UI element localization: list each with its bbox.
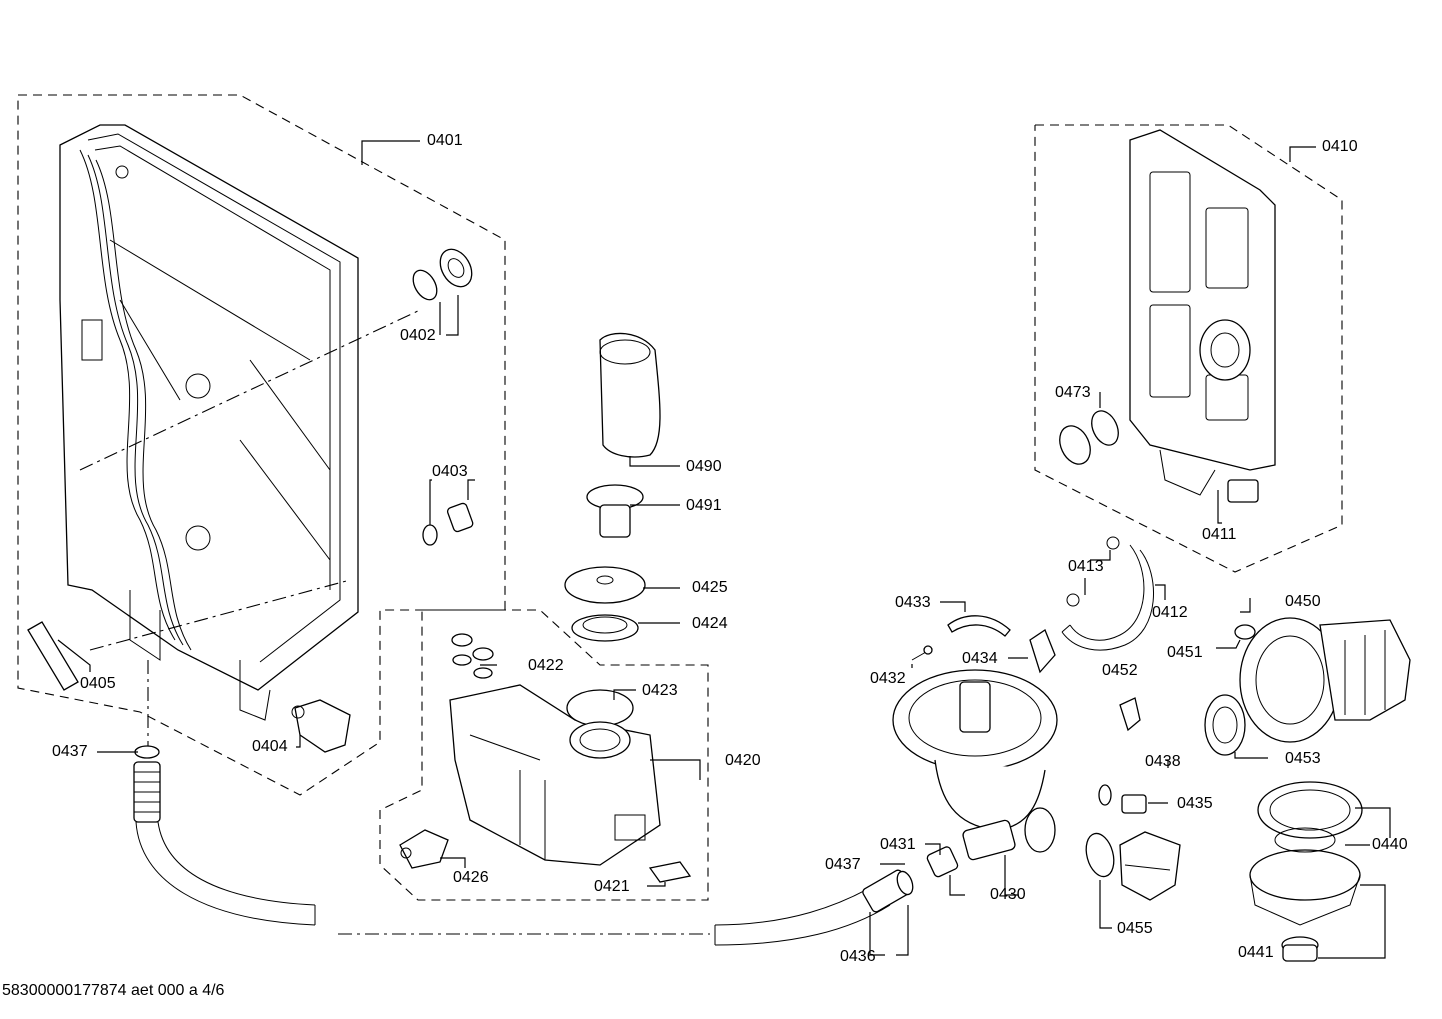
bracket-part [1029, 629, 1056, 674]
label-0426: 0426 [453, 869, 489, 886]
label-0451: 0451 [1167, 644, 1203, 661]
label-0433: 0433 [895, 594, 931, 611]
filler-cap-part [586, 484, 644, 538]
label-0410: 0410 [1322, 138, 1358, 155]
label-0420: 0420 [725, 752, 761, 769]
water-softener-part [449, 684, 661, 866]
label-0473: 0473 [1055, 384, 1091, 401]
sump-part [892, 669, 1058, 861]
impeller-part [1281, 936, 1319, 962]
label-0450: 0450 [1285, 593, 1321, 610]
leader-lines [57, 140, 1391, 959]
pump-motor-part [1249, 781, 1363, 926]
label-0425: 0425 [692, 579, 728, 596]
label-0422: 0422 [528, 657, 564, 674]
label-0491: 0491 [686, 497, 722, 514]
clamp-part [648, 861, 692, 883]
group-0420-boundary [379, 609, 709, 901]
pump-seal-part [1204, 694, 1246, 756]
label-0436: 0436 [840, 948, 876, 965]
label-0412: 0412 [1152, 604, 1188, 621]
label-0437-right: 0437 [825, 856, 861, 873]
label-0401: 0401 [427, 132, 463, 149]
clamp-band-part [947, 615, 1011, 637]
screw-part [911, 645, 933, 661]
label-0438: 0438 [1145, 753, 1181, 770]
seal-rings-part [412, 248, 473, 301]
label-0441: 0441 [1238, 944, 1274, 961]
solenoid-valve-part [399, 829, 449, 869]
hose-clamp-part [1234, 624, 1256, 640]
label-0404: 0404 [252, 738, 288, 755]
label-0452: 0452 [1102, 662, 1138, 679]
group-0401-boundary [17, 94, 506, 796]
label-0423: 0423 [642, 682, 678, 699]
label-0490: 0490 [686, 458, 722, 475]
valve-part [291, 699, 351, 753]
label-0430: 0430 [990, 886, 1026, 903]
label-0434: 0434 [962, 650, 998, 667]
latch-part [1119, 697, 1141, 732]
clip-part [27, 621, 79, 691]
rinse-aid-funnel-part [599, 332, 661, 458]
label-0402: 0402 [400, 327, 436, 344]
label-0455: 0455 [1117, 920, 1153, 937]
group-0410-boundary [1034, 124, 1343, 573]
label-0421: 0421 [594, 878, 630, 895]
circulation-pump-part [1239, 617, 1411, 743]
connector-part [926, 846, 959, 878]
label-0440: 0440 [1372, 836, 1408, 853]
heater-pump-part [1119, 831, 1181, 901]
cap-lid-part [564, 566, 646, 642]
sensor-part [1227, 479, 1259, 503]
label-0437-left: 0437 [52, 743, 88, 760]
label-0431: 0431 [880, 836, 916, 853]
cap-connector-part [1121, 794, 1147, 814]
document-id-footer: 58300000177874 aet 000 a 4/6 [2, 982, 225, 999]
label-0403: 0403 [432, 463, 468, 480]
label-0424: 0424 [692, 615, 728, 632]
side-panel-part [59, 124, 359, 721]
label-0453: 0453 [1285, 750, 1321, 767]
label-0405: 0405 [80, 675, 116, 692]
label-0413: 0413 [1068, 558, 1104, 575]
gasket-part [1085, 832, 1115, 878]
label-0432: 0432 [870, 670, 906, 687]
control-panel-part [1129, 129, 1276, 496]
seal-and-ring-part [1059, 410, 1119, 465]
grommet-part [422, 502, 474, 546]
label-0411: 0411 [1202, 526, 1237, 543]
hose-and-clamps-part [1061, 536, 1154, 651]
drain-hose-part [133, 660, 914, 946]
caps-set-part [451, 633, 494, 679]
label-0435: 0435 [1177, 795, 1213, 812]
o-ring-part [1098, 784, 1112, 806]
